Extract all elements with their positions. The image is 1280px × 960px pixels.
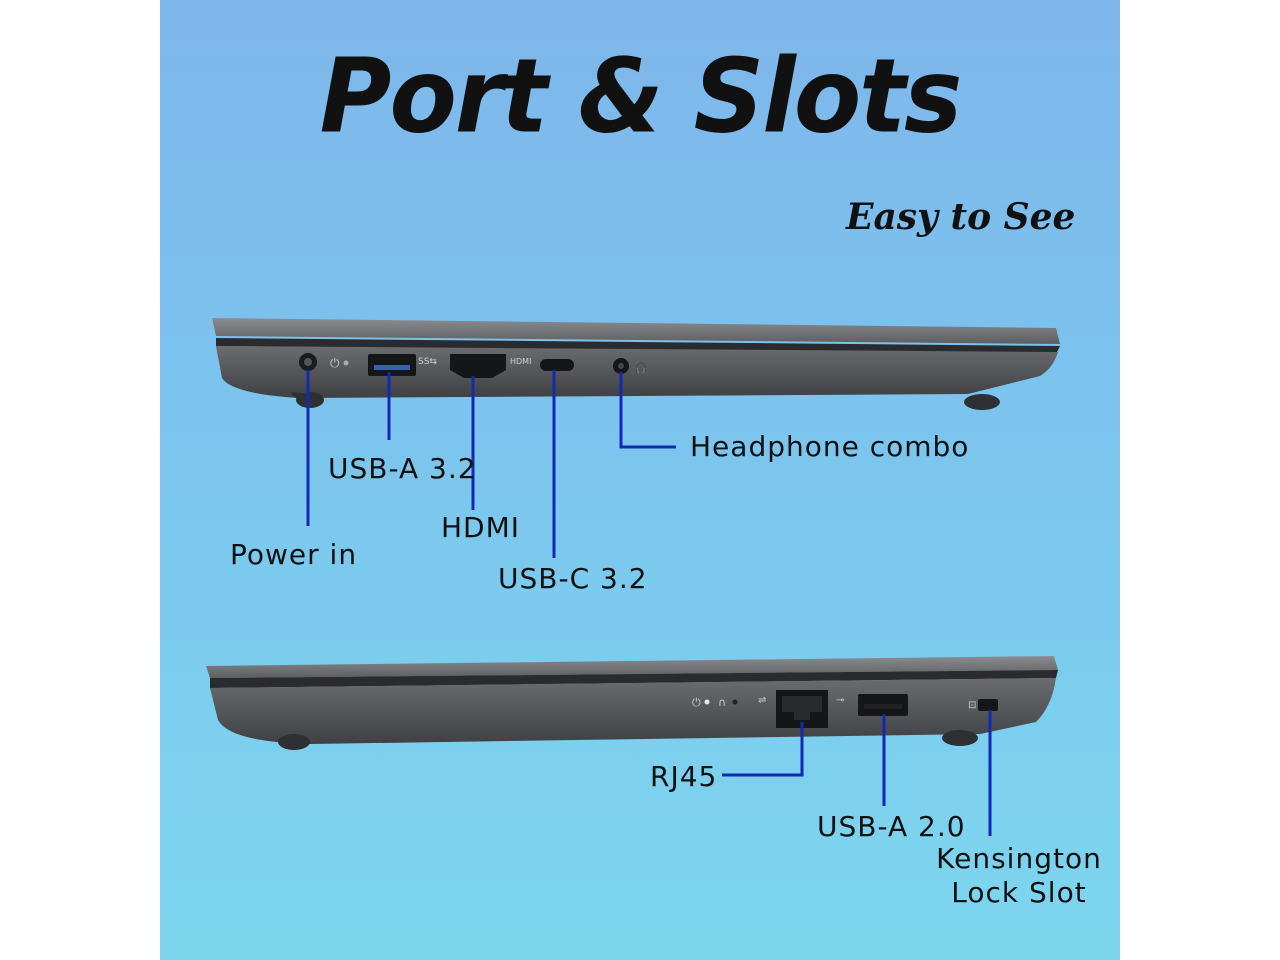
page-subtitle: Easy to See bbox=[846, 196, 1076, 238]
lock-icon: ⊡ bbox=[968, 700, 976, 711]
power-indicator-icon: ⏻ bbox=[692, 696, 701, 709]
audio-jack-icon bbox=[613, 358, 629, 374]
label-usb-a-3-2: USB-A 3.2 bbox=[328, 452, 477, 485]
laptop-illustration: ⏻ SS⇆ HDMI 🎧 bbox=[206, 318, 1060, 836]
label-usb-c-3-2: USB-C 3.2 bbox=[498, 562, 648, 595]
label-power-in: Power in bbox=[230, 538, 358, 571]
leader-lines-right bbox=[722, 710, 992, 836]
label-rj45: RJ45 bbox=[650, 760, 718, 793]
usb-logo-icon: ⊸ bbox=[836, 695, 844, 706]
superspeed-usb-icon: SS⇆ bbox=[418, 357, 437, 367]
status-led-icon bbox=[704, 699, 710, 705]
usb-a-port-icon bbox=[368, 354, 416, 376]
label-hdmi: HDMI bbox=[441, 511, 521, 544]
headphone-icon: 🎧 bbox=[634, 361, 648, 374]
status-led-icon bbox=[732, 699, 738, 705]
usb-a-port-icon bbox=[858, 694, 908, 716]
product-panel: Port & Slots Easy to See ⏻ bbox=[160, 0, 1120, 960]
laptop-right-side-view: ⏻ ∩ ⇌ ⊸ ⊡ bbox=[206, 656, 1058, 750]
label-kensington-line1: Kensington bbox=[936, 842, 1102, 875]
page-title: Port & Slots bbox=[319, 37, 963, 157]
usb-c-port-icon bbox=[540, 359, 574, 371]
headphone-indicator-icon: ∩ bbox=[718, 696, 726, 709]
label-usb-a-2-0: USB-A 2.0 bbox=[817, 810, 966, 843]
power-indicator-icon: ⏻ bbox=[330, 356, 340, 370]
network-icon: ⇌ bbox=[758, 695, 766, 706]
label-kensington-line2: Lock Slot bbox=[951, 876, 1087, 909]
lock-slot-icon bbox=[978, 699, 998, 711]
hdmi-logo-icon: HDMI bbox=[510, 357, 531, 366]
laptop-left-side-view: ⏻ SS⇆ HDMI 🎧 bbox=[212, 318, 1060, 410]
label-headphone-combo: Headphone combo bbox=[690, 430, 970, 463]
power-jack-icon bbox=[299, 353, 317, 371]
leader-lines-left bbox=[306, 370, 676, 558]
label-kensington-lock-slot: Kensington Lock Slot bbox=[930, 842, 1108, 910]
hdmi-port-icon bbox=[450, 354, 506, 378]
status-led-icon bbox=[343, 360, 349, 366]
rj45-port-icon bbox=[776, 690, 828, 728]
